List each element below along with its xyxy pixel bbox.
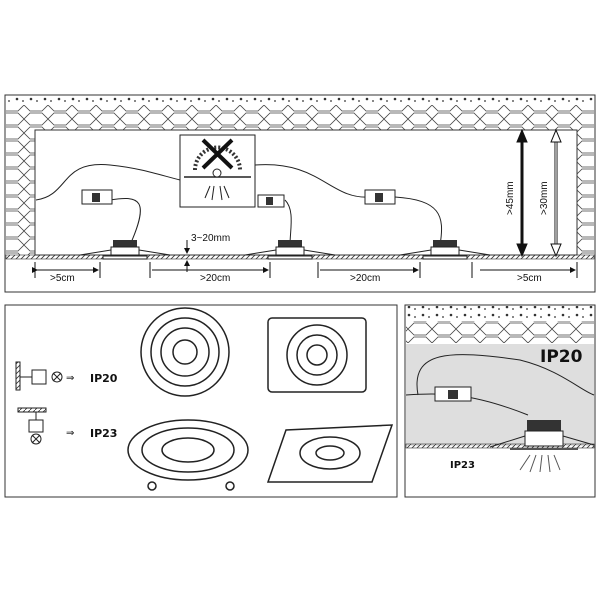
square-downlight-frame [267, 317, 367, 393]
square-downlight-ip23 [266, 424, 394, 483]
edge-spacing-left: >5cm [50, 273, 75, 284]
wall-mount-icon [15, 361, 63, 391]
wall-ip-rating: IP20 [90, 372, 118, 385]
downlight-icon [489, 420, 595, 473]
arrow-ip23: ⇒ [66, 428, 74, 439]
ceiling-ip-rating: IP23 [90, 427, 117, 440]
ceiling-cavity [34, 129, 578, 256]
lamp-symbol-icon [17, 407, 47, 445]
arrow-ip20: ⇒ [66, 373, 74, 384]
no-insulation-cover-icon [179, 134, 256, 208]
downlight-icon [79, 240, 491, 260]
connector-block-icon [81, 189, 396, 208]
spacing-between-2: >20cm [350, 273, 380, 284]
models-panel: ⇒ IP20 ⇒ IP23 [4, 304, 398, 498]
edge-spacing-right: >5cm [517, 273, 542, 284]
round-downlight-ip23 [127, 419, 249, 491]
ip-above-ceiling: IP20 [540, 347, 583, 367]
spacing-between-1: >20cm [200, 273, 230, 284]
round-downlight-frame [140, 307, 230, 397]
dimension-lines [32, 128, 578, 278]
ip-below-ceiling: IP23 [450, 460, 475, 471]
ip-detail-panel: IP20 IP23 [404, 304, 596, 498]
ceiling-thickness: 3~20mm [191, 233, 230, 244]
connector-block-icon [434, 386, 472, 402]
ceiling-installation-panel: >5cm >20cm >20cm >5cm 3~20mm >45mm >30mm [4, 94, 596, 293]
min-depth-45: >45mm [505, 181, 516, 215]
concrete-layer [6, 96, 594, 105]
min-depth-30: >30mm [539, 181, 550, 215]
